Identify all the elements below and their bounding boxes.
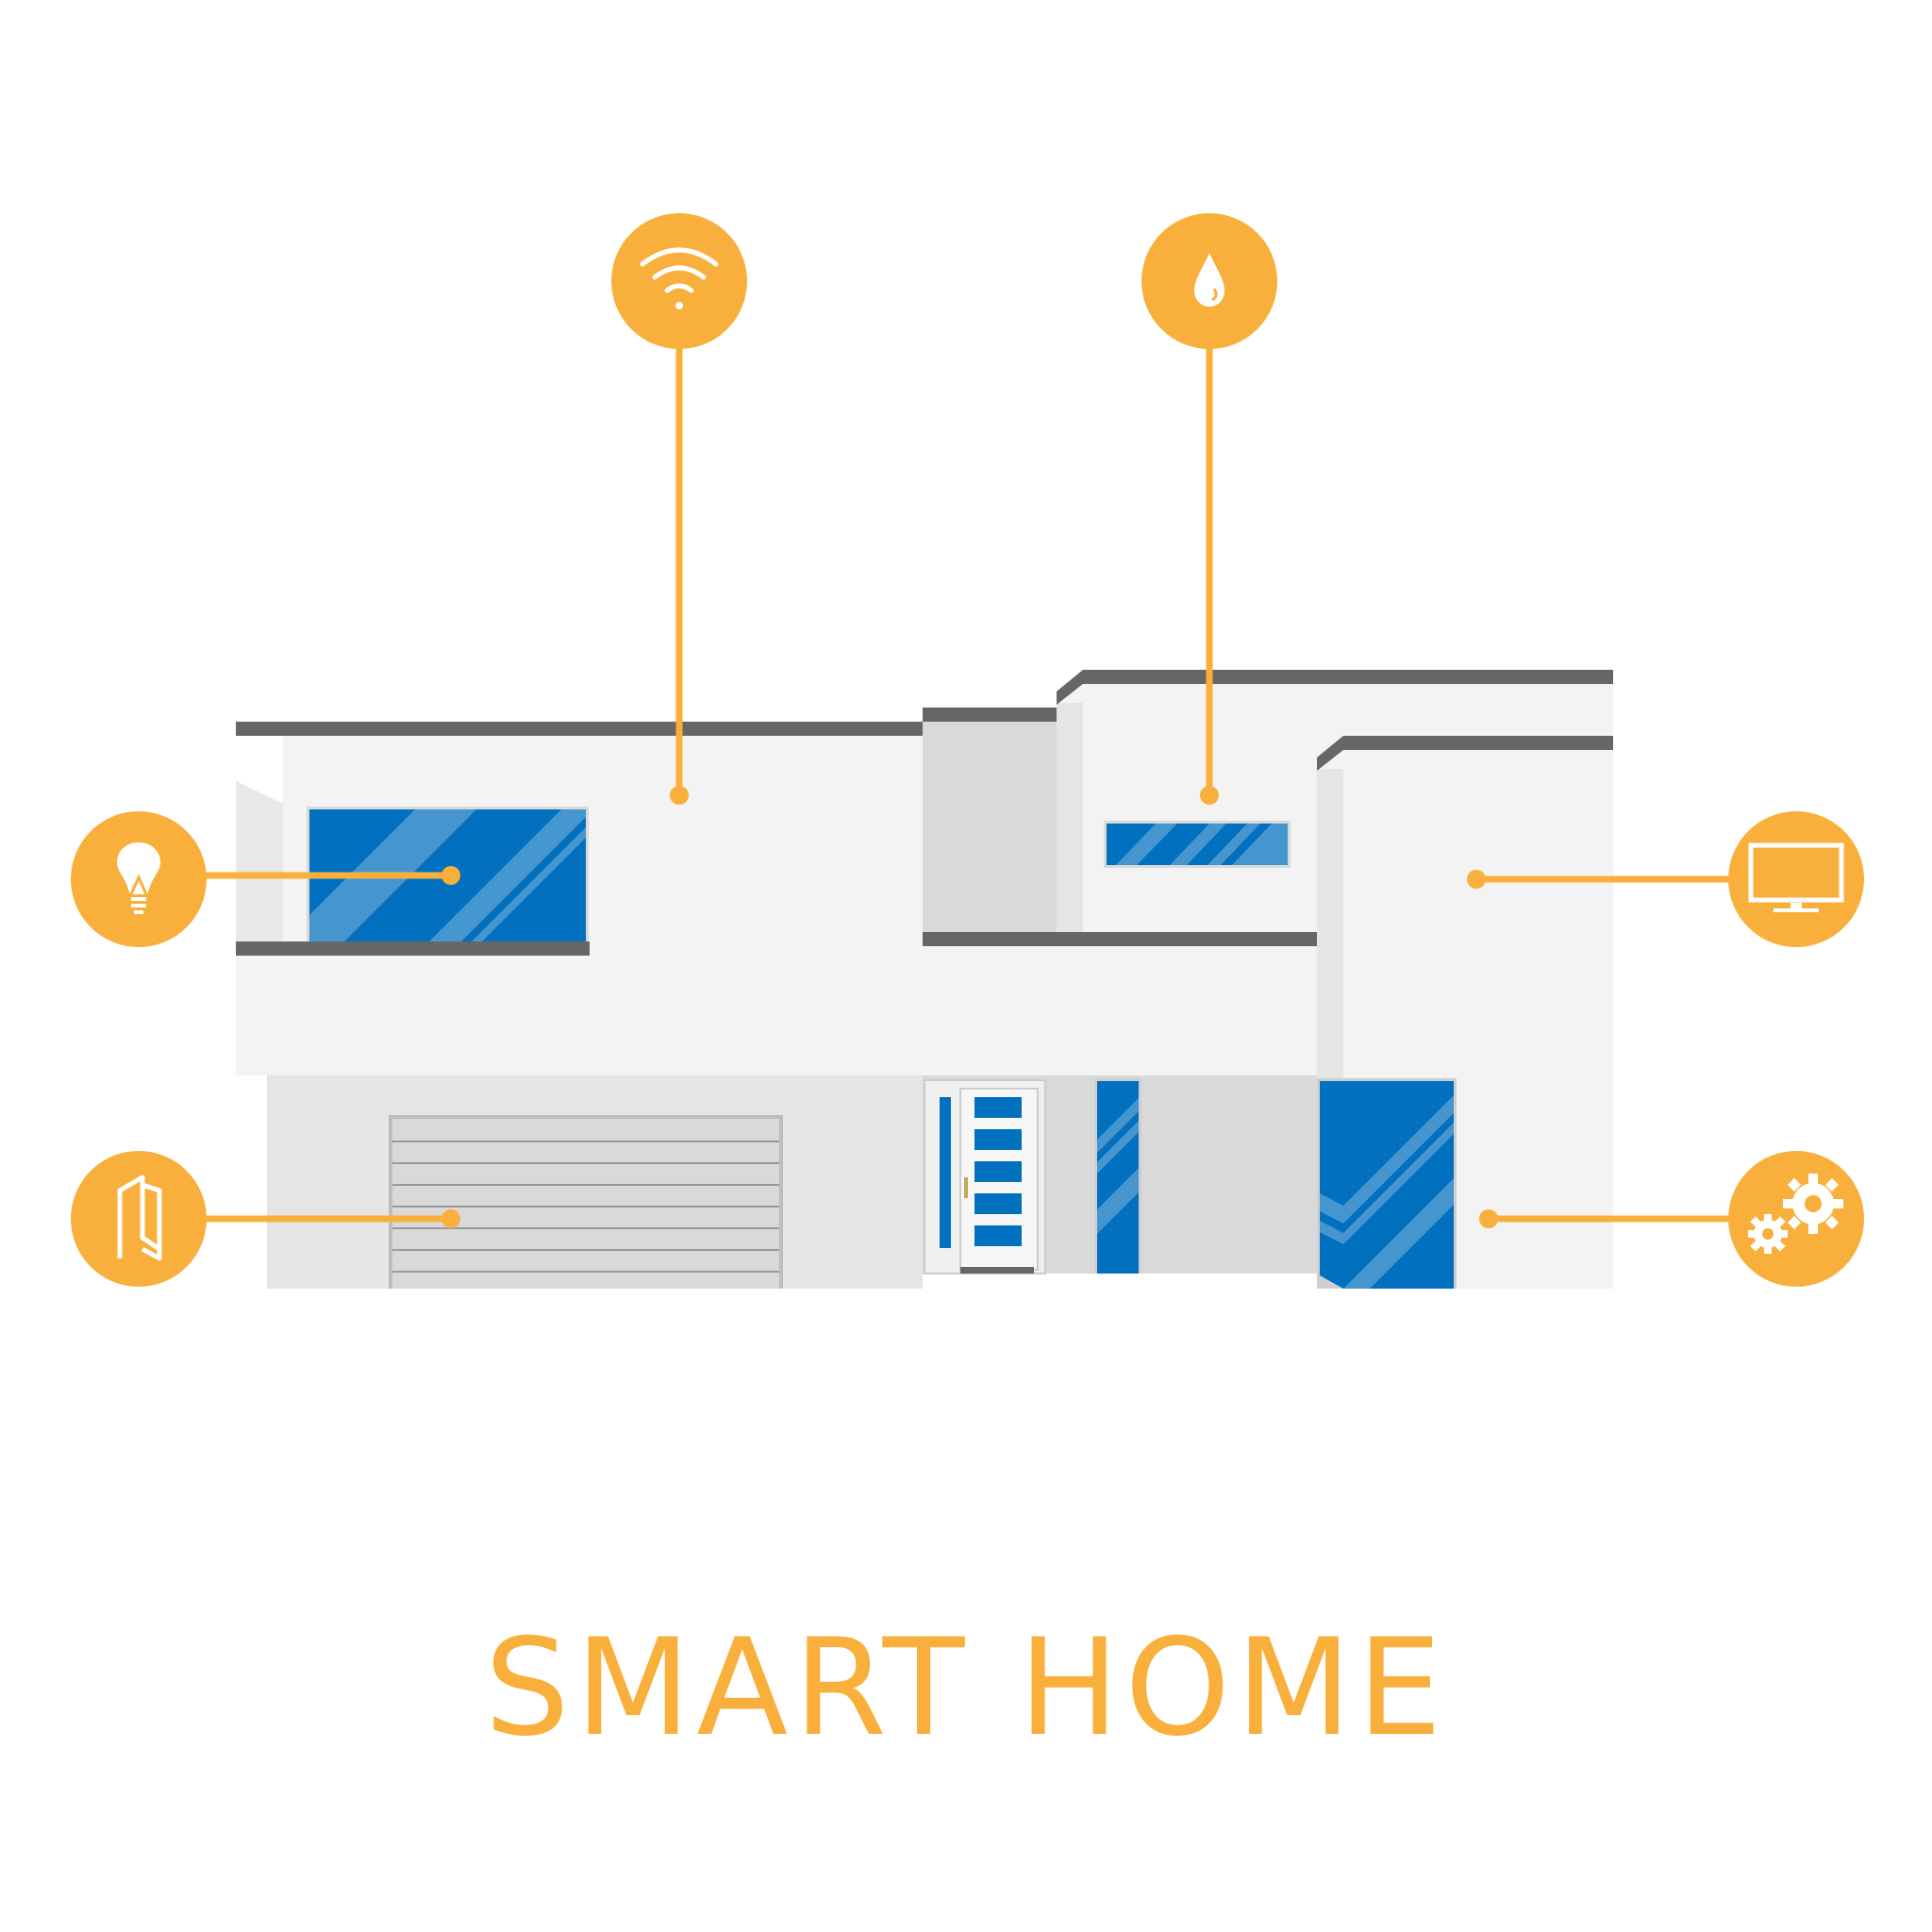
light-bulb-icon <box>117 842 160 914</box>
gears-connector-dot <box>1479 1209 1498 1228</box>
door-connector-dot <box>441 1209 460 1228</box>
water-drop-icon <box>1194 253 1224 307</box>
upper-middle-window <box>1104 821 1291 868</box>
right-tower-side <box>1317 769 1343 1080</box>
left-upper-shade <box>236 781 283 943</box>
light-feature <box>71 811 207 947</box>
connectors <box>200 347 1736 1228</box>
gears-icon <box>1748 1174 1843 1254</box>
gears-feature <box>1728 1151 1864 1287</box>
middle-ledge <box>923 932 1317 946</box>
middle-upper-side <box>1057 703 1083 939</box>
monitor-feature <box>1728 811 1864 947</box>
door-icon <box>117 1174 162 1261</box>
middle-band-wall <box>923 943 1319 1075</box>
wifi-connector-dot <box>670 786 689 805</box>
monitor-connector-dot <box>1467 870 1486 889</box>
middle-upper-roof <box>1057 670 1613 705</box>
house <box>236 670 1613 1289</box>
door-feature <box>71 1151 207 1287</box>
right-tower-roof <box>1317 736 1613 771</box>
middle-recess-roof <box>923 708 1057 722</box>
light-connector-dot <box>441 866 460 885</box>
monitor-icon <box>1748 842 1844 912</box>
wifi-feature <box>611 213 747 349</box>
wifi-icon <box>640 247 719 309</box>
front-door <box>924 1079 1046 1274</box>
water-feature <box>1141 213 1277 349</box>
entrance-narrow-window <box>1094 1078 1141 1274</box>
corner-window <box>1317 1078 1457 1289</box>
garage-door <box>389 1115 783 1289</box>
left-roof <box>236 722 923 736</box>
balcony-ledge <box>236 941 590 956</box>
water-connector-dot <box>1200 786 1219 805</box>
middle-recess-wall <box>923 722 1057 939</box>
page-title: SMART HOME <box>484 1610 1448 1766</box>
